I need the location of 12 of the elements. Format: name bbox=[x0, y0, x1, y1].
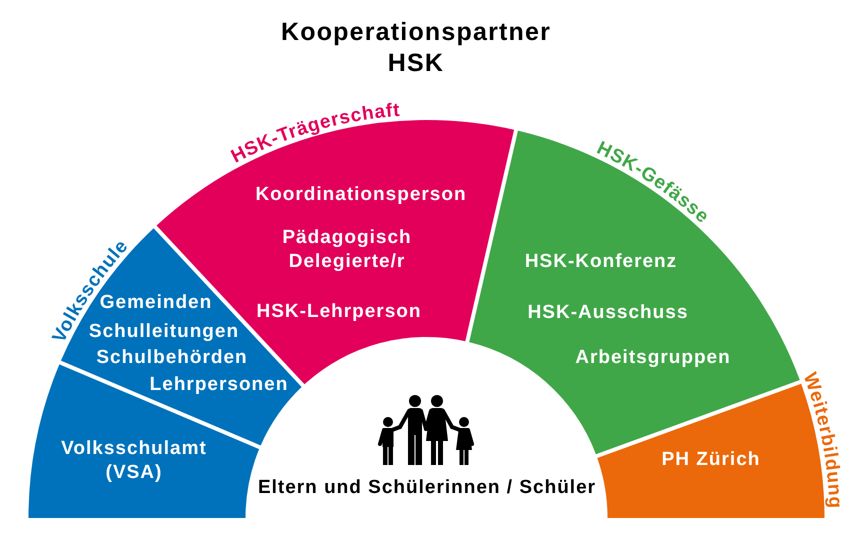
segment-label: HSK-Konferenz bbox=[524, 250, 678, 274]
segment-label: HSK-Ausschuss bbox=[528, 301, 688, 325]
title: Kooperationspartner HSK bbox=[280, 17, 552, 79]
center-label: Eltern und Schülerinnen / Schüler bbox=[258, 476, 596, 500]
segment-label: Schulbehörden bbox=[96, 346, 248, 370]
segment-label: Arbeitsgruppen bbox=[575, 346, 731, 370]
segment-label: Lehrpersonen bbox=[150, 373, 288, 397]
segment-label: Koordinationsperson bbox=[255, 183, 467, 207]
segment-label: PH Zürich bbox=[662, 448, 760, 472]
segment-label: Volksschulamt (VSA) bbox=[61, 437, 207, 485]
segment-label: HSK-Lehrperson bbox=[256, 300, 422, 324]
segment-label: Pädagogisch Delegierte/r bbox=[282, 226, 412, 274]
